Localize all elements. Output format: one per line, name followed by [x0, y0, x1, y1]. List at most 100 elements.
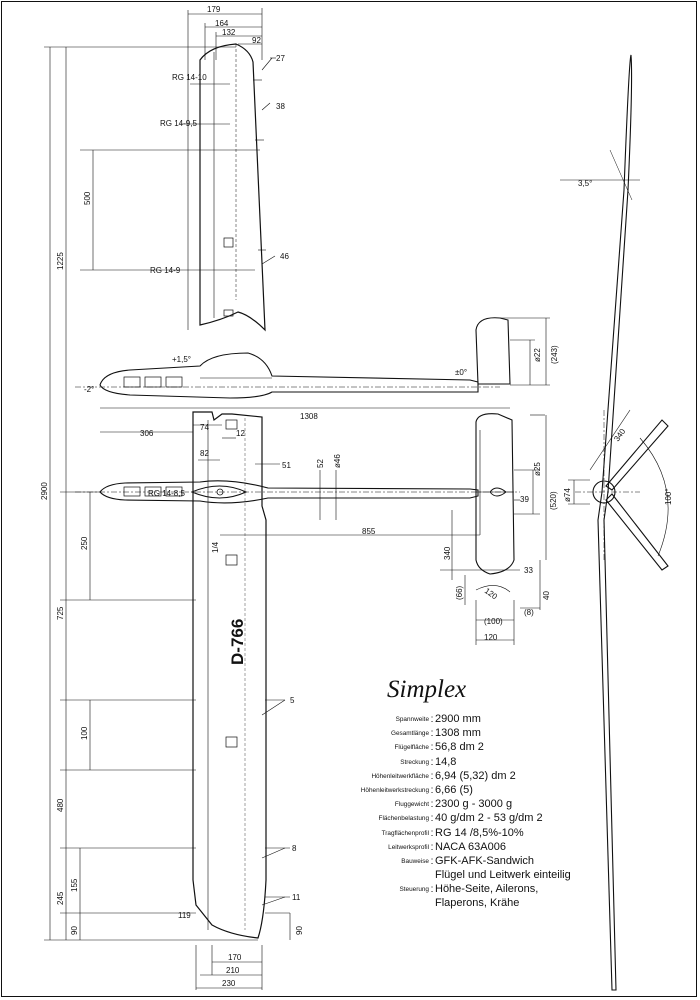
dim-100: 100	[80, 726, 89, 740]
dim-phi46: ø46	[333, 454, 342, 468]
span-dimensions	[44, 46, 291, 990]
spec-value: 6,94 (5,32) dm 2	[435, 769, 516, 782]
registration-mark: D-766	[228, 619, 247, 665]
spec-row: Flügelfläche:56,8 dm 2	[340, 741, 680, 755]
spec-colon: :	[430, 841, 434, 853]
dim-38: 38	[276, 102, 285, 111]
profile-rg14-9: RG 14-9	[150, 266, 181, 275]
wing-tip-panel	[199, 43, 266, 332]
spec-colon: :	[430, 742, 434, 754]
dim-340-vtail: 340	[612, 427, 627, 444]
spec-label: Spannweite	[395, 716, 429, 723]
dim-90: 90	[70, 926, 79, 935]
tail-side-dimensions	[500, 317, 550, 386]
dim-520: (520)	[549, 491, 558, 510]
dim-179: 179	[207, 5, 221, 14]
spec-value: 56,8 dm 2	[435, 741, 484, 754]
dim-119: 119	[178, 911, 191, 920]
profile-rg14-95: RG 14-9,5	[160, 119, 197, 128]
dim-39: 39	[520, 495, 529, 504]
spec-row: Fluggewicht:2300 g - 3000 g	[340, 798, 680, 812]
vtail-angle: 100°	[664, 488, 673, 505]
fuselage-plan-view	[75, 413, 520, 575]
spec-row: Steuerung:Höhe-Seite, Ailerons,	[340, 883, 680, 897]
spec-colon: :	[430, 784, 434, 796]
spec-value: 14,8	[435, 755, 457, 768]
spec-row: Spannweite:2900 mm	[340, 713, 680, 727]
dim-5: 5	[290, 696, 295, 705]
spec-row: Flächenbelastung:40 g/dm 2 - 53 g/dm 2	[340, 812, 680, 826]
spec-colon: :	[430, 756, 434, 768]
dim-855: 855	[362, 527, 376, 536]
spec-colon: :	[430, 813, 434, 825]
profile-rg14-85: RG 14-8,5	[148, 489, 185, 498]
dim-12: 12	[236, 429, 245, 438]
spec-row: Leitwerksprofil:NACA 63A006	[340, 841, 680, 855]
fuselage-side-view	[75, 317, 511, 399]
spec-value: Flaperons, Krähe	[435, 897, 520, 910]
dim-33: 33	[524, 566, 533, 575]
spec-colon: :	[430, 855, 434, 867]
top-dimensions	[80, 8, 276, 330]
dim-500: 500	[83, 191, 92, 205]
incidence-tail: ±0°	[455, 368, 467, 377]
spec-row: Höhenleitwerkfläche:6,94 (5,32) dm 2	[340, 770, 680, 784]
spec-label: Bauweise	[401, 857, 429, 865]
dim-27: 27	[276, 54, 285, 63]
dim-100-tail: (100)	[484, 617, 503, 626]
spec-value: Flügel und Leitwerk einteilig	[435, 869, 571, 882]
dim-120-radius: 120	[483, 586, 500, 601]
spec-label: Flügelfläche	[394, 744, 429, 752]
dim-8-tail: (8)	[524, 608, 534, 617]
spec-colon: :	[430, 770, 434, 782]
dim-82: 82	[200, 449, 209, 458]
spec-value: 1308 mm	[435, 727, 481, 740]
spec-label: Höhenleitwerkstreckung	[360, 786, 429, 794]
dim-1-4: 1/4	[211, 541, 220, 553]
dim-120-tail: 120	[484, 633, 498, 642]
spec-label: Gesamtlänge	[390, 730, 429, 738]
dim-132: 132	[222, 28, 236, 37]
dim-phi25: ø25	[533, 462, 542, 476]
dim-11: 11	[292, 893, 301, 902]
spec-colon: :	[430, 827, 434, 839]
dim-245: 245	[56, 891, 65, 905]
dim-2900: 2900	[40, 482, 49, 500]
dim-51: 51	[282, 461, 291, 470]
spec-value: 2900 mm	[435, 713, 481, 725]
dim-210: 210	[226, 966, 240, 975]
spec-value: NACA 63A006	[435, 840, 506, 853]
spec-value: RG 14 /8,5%-10%	[435, 826, 524, 839]
spec-label: Leitwerksprofil	[388, 843, 429, 851]
spec-value: GFK-AFK-Sandwich	[435, 854, 535, 867]
dim-8: 8	[292, 844, 297, 853]
spec-label: Steuerung	[399, 886, 430, 894]
spec-label: Fluggewicht	[394, 801, 429, 809]
dim-243: (243)	[550, 345, 559, 364]
incidence-wing: +1,5°	[172, 355, 191, 364]
dim-phi74: ø74	[563, 488, 572, 502]
dim-230: 230	[222, 979, 236, 988]
spec-row: Tragflächenprofil:RG 14 /8,5%-10%	[340, 827, 680, 841]
spec-label: Flächenbelastung	[378, 815, 429, 823]
dim-306: 306	[140, 429, 154, 438]
dim-66: (66)	[455, 585, 464, 600]
dim-155: 155	[70, 878, 79, 892]
dim-250: 250	[80, 536, 89, 550]
spec-value: 40 g/dm 2 - 53 g/dm 2	[435, 812, 543, 825]
dim-480: 480	[56, 798, 65, 812]
spec-colon: :	[430, 884, 434, 896]
spec-colon: :	[430, 714, 434, 725]
dim-d22: ø22	[533, 348, 542, 362]
spec-row: Streckung:14,8	[340, 756, 680, 770]
spec-row: Bauweise:GFK-AFK-Sandwich	[340, 855, 680, 869]
model-title: Simplex	[387, 676, 467, 703]
spec-row: Flügel und Leitwerk einteilig	[340, 869, 680, 883]
dim-92: 92	[252, 36, 261, 45]
dim-340: 340	[443, 546, 452, 560]
spec-colon: :	[430, 728, 434, 740]
